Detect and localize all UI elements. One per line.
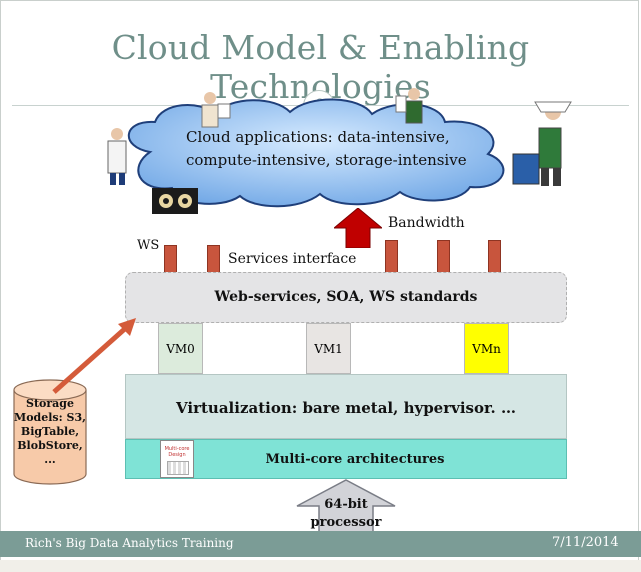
virtualization-label: Virtualization: bare metal, hypervisor. …	[176, 399, 516, 417]
cloud-text-line2: compute-intensive, storage-intensive	[186, 151, 467, 169]
multicore-layer	[125, 439, 567, 479]
bottom-strip	[0, 560, 641, 572]
web-services-layer	[125, 272, 567, 323]
person-top-left-icon	[201, 92, 231, 128]
vm0-label: VM0	[166, 342, 195, 356]
bandwidth-label: Bandwidth	[388, 215, 465, 231]
bandwidth-arrow	[334, 208, 382, 248]
processor-label-line2: processor	[310, 515, 382, 530]
cloud-text-line1: Cloud applications: data-intensive,	[186, 128, 450, 146]
ws-label: WS	[137, 238, 160, 253]
storage-line: BlobStore,	[17, 439, 83, 452]
storage-arrow	[52, 318, 136, 394]
footer-bar	[0, 531, 641, 557]
vmn-label: VMn	[472, 342, 501, 356]
storage-line: ...	[44, 453, 56, 466]
web-services-label: Web-services, SOA, WS standards	[214, 289, 478, 305]
chip-icon-text-2: Design	[168, 452, 186, 458]
virtualization-layer	[125, 374, 567, 439]
multicore-chip-icon: Multi-core Design	[160, 440, 194, 478]
services-interface-label: Services interface	[228, 251, 357, 267]
storage-line: BigTable,	[20, 425, 80, 438]
worker-icon	[512, 101, 572, 186]
chip-icon-text-1: Multi-core	[164, 446, 190, 452]
gears-icon	[152, 188, 198, 214]
vm0-box: VM0	[158, 323, 203, 374]
storage-cylinder	[13, 379, 87, 485]
person-left-icon	[107, 128, 127, 185]
footer-date: 7/11/2014	[552, 535, 619, 550]
vm1-box: VM1	[306, 323, 351, 374]
multicore-label: Multi-core architectures	[265, 452, 445, 467]
storage-label: Storage Models: S3, BigTable, BlobStore,…	[10, 397, 90, 467]
person-top-right-icon	[395, 88, 423, 124]
storage-line: Models: S3,	[14, 411, 86, 424]
processor-label-line1: 64-bit	[324, 497, 368, 512]
vmn-box: VMn	[464, 323, 509, 374]
footer-left-text: Rich's Big Data Analytics Training	[25, 536, 234, 550]
storage-line: Storage	[26, 397, 74, 410]
vm1-label: VM1	[314, 342, 343, 356]
